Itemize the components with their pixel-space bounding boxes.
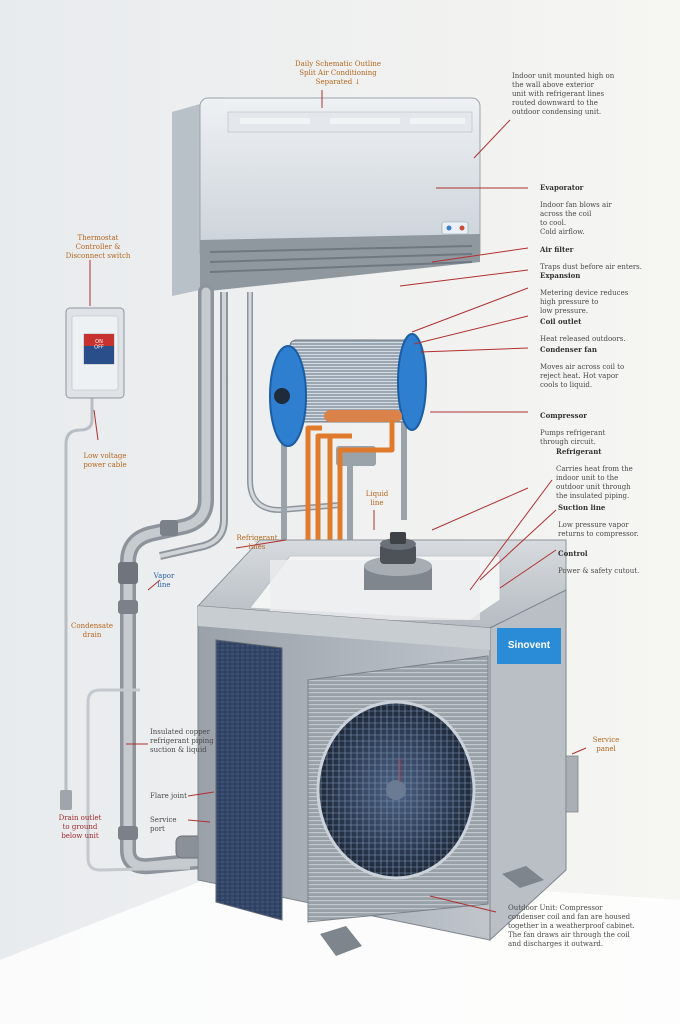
- label-coil-outlet-body: Heat released outdoors.: [540, 335, 626, 343]
- label-service-port: Service port: [150, 816, 177, 833]
- service-panel: [565, 755, 579, 813]
- label-compressor-line-head: Compressor: [540, 411, 587, 420]
- leader-lines: [89, 90, 587, 913]
- label-expansion-body: Metering device reduces high pressure to…: [540, 289, 629, 315]
- label-evaporator: Evaporator Indoor fan blows air across t…: [540, 174, 670, 237]
- flare-joint-upper: [160, 520, 178, 536]
- label-thermostat: Thermostat Controller & Disconnect switc…: [65, 234, 131, 260]
- label-top-right: Indoor unit mounted high on the wall abo…: [512, 72, 615, 116]
- label-vapor-line: Vapor line: [153, 572, 175, 589]
- foot-right: [502, 866, 544, 888]
- flare-joint-mid: [118, 562, 138, 584]
- label-evaporator-body: Indoor fan blows air across the coil to …: [540, 201, 612, 236]
- label-service-panel: Service panel: [592, 736, 620, 753]
- label-condenser-fan-head: Condenser fan: [540, 345, 597, 354]
- label-suction-body: Low pressure vapor returns to compressor…: [558, 521, 639, 538]
- label-condenser-fan-body: Moves air across coil to reject heat. Ho…: [540, 363, 625, 389]
- label-refrigerant-lines: Refrigerant lines: [236, 534, 278, 551]
- label-top-title: Daily Schematic Outline Split Air Condit…: [294, 60, 381, 86]
- label-refrigerant-body: Carries heat from the indoor unit to the…: [556, 465, 633, 500]
- indoor-display-panel: [441, 221, 469, 235]
- label-compressor-line-body: Pumps refrigerant through circuit.: [540, 429, 606, 446]
- outdoor-unit: [196, 532, 579, 956]
- label-coil-outlet: Coil outlet Heat released outdoors.: [540, 308, 670, 344]
- label-evaporator-head: Evaporator: [540, 183, 584, 192]
- label-air-filter-head: Air filter: [540, 245, 574, 254]
- label-outdoor-unit: Outdoor Unit: Compressor condenser coil …: [508, 904, 635, 948]
- label-drain-outlet: Drain outlet to ground below unit: [58, 814, 102, 840]
- label-expansion-head: Expansion: [540, 271, 581, 280]
- label-air-filter: Air filter Traps dust before air enters.: [540, 236, 670, 272]
- label-refrigerant: Refrigerant Carries heat from the indoor…: [556, 438, 672, 501]
- label-expansion: Expansion Metering device reduces high p…: [540, 262, 670, 316]
- label-flare-joint: Flare joint: [150, 792, 187, 800]
- brand-name: Sinovent: [507, 640, 551, 651]
- compressor: [364, 532, 432, 590]
- coil-endcap-right: [397, 333, 427, 431]
- control-wire: [60, 398, 191, 872]
- label-control: Control Power & safety cutout.: [558, 540, 672, 576]
- label-condenser-fan: Condenser fan Moves air across coil to r…: [540, 336, 670, 390]
- label-liquid-line: Liquid line: [365, 490, 389, 507]
- refrigerant-pipes: [118, 284, 341, 875]
- label-control-head: Control: [558, 549, 588, 558]
- label-compressor-line: Compressor Pumps refrigerant through cir…: [540, 402, 670, 447]
- label-air-filter-body: Traps dust before air enters.: [540, 263, 643, 271]
- label-insulated-piping: Insulated copper refrigerant piping suct…: [150, 728, 214, 754]
- indoor-power-light: [446, 225, 452, 231]
- brand-badge: [497, 628, 561, 664]
- side-fin-grille: [215, 639, 283, 921]
- label-refrigerant-head: Refrigerant: [556, 447, 602, 456]
- indoor-unit: [172, 97, 481, 296]
- label-suction-head: Suction line: [558, 503, 606, 512]
- label-condensate-drain: Condensate drain: [71, 622, 113, 639]
- foot-left: [320, 926, 362, 956]
- label-wire: Low voltage power cable: [83, 452, 127, 469]
- indoor-louvers: [209, 245, 473, 273]
- label-suction: Suction line Low pressure vapor returns …: [558, 494, 672, 539]
- label-coil-outlet-head: Coil outlet: [540, 317, 582, 326]
- label-control-body: Power & safety cutout.: [558, 567, 640, 575]
